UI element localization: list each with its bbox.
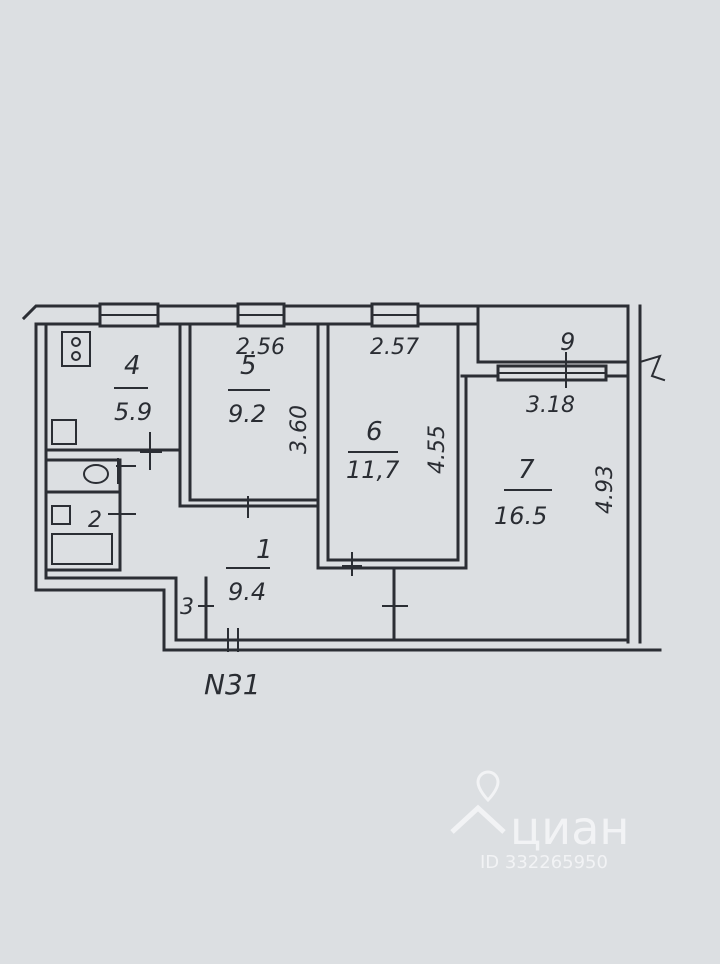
outer-wall-bottom-left: [34, 576, 166, 652]
room5-width-dim: 2.56: [236, 335, 285, 360]
room-7-number: 7: [518, 455, 535, 485]
room7-length-dim: 4.93: [593, 465, 618, 514]
watermark-brand: циан: [510, 801, 629, 855]
room-6-number: 6: [366, 417, 383, 447]
room5-length-dim: 3.60: [287, 405, 312, 454]
area-underlines: [114, 387, 552, 569]
wall-break-right: [638, 354, 666, 382]
room-3-number: 3: [180, 595, 194, 620]
room-5-number: 5: [240, 351, 257, 381]
dimensions: 2.56 2.57 3.18 3.60 4.55 4.93: [236, 335, 618, 514]
room-labels: 1 2 3 4 5 6 7 9: [88, 328, 575, 620]
room-areas: 9.4 5.9 9.2 11,7 16.5: [114, 398, 547, 606]
room-7-area: 16.5: [494, 502, 547, 530]
room6-width-dim: 2.57: [370, 335, 419, 360]
walls: [21, 302, 666, 652]
room-5-area: 9.2: [228, 400, 266, 428]
watermark-id: ID 332265950: [480, 852, 608, 873]
room-1-area: 9.4: [228, 578, 266, 606]
room-4-number: 4: [124, 351, 141, 381]
door-marks: [108, 352, 567, 652]
house-roof-icon: [450, 804, 506, 834]
burner-icon: [71, 351, 81, 361]
cian-watermark: циан ID 332265950: [450, 770, 629, 873]
room-1-number: 1: [256, 535, 273, 565]
washbasin-icon: [51, 505, 71, 525]
room-9-number: 9: [560, 328, 575, 356]
outer-wall-top: [21, 304, 480, 321]
room6-length-dim: 4.55: [425, 425, 450, 474]
toilet-icon: [83, 464, 109, 484]
location-pin-icon: [476, 770, 500, 803]
room-2-number: 2: [88, 508, 102, 533]
bathtub-icon: [51, 533, 113, 565]
burner-icon: [71, 337, 81, 347]
room7-width-dim: 3.18: [526, 393, 575, 418]
room-6-area: 11,7: [346, 456, 400, 484]
kitchen-sink-icon: [51, 419, 77, 445]
stove-icon: [61, 331, 91, 367]
apartment-number: N31: [204, 668, 261, 701]
room-4-area: 5.9: [114, 398, 152, 426]
fixtures: [51, 331, 113, 565]
